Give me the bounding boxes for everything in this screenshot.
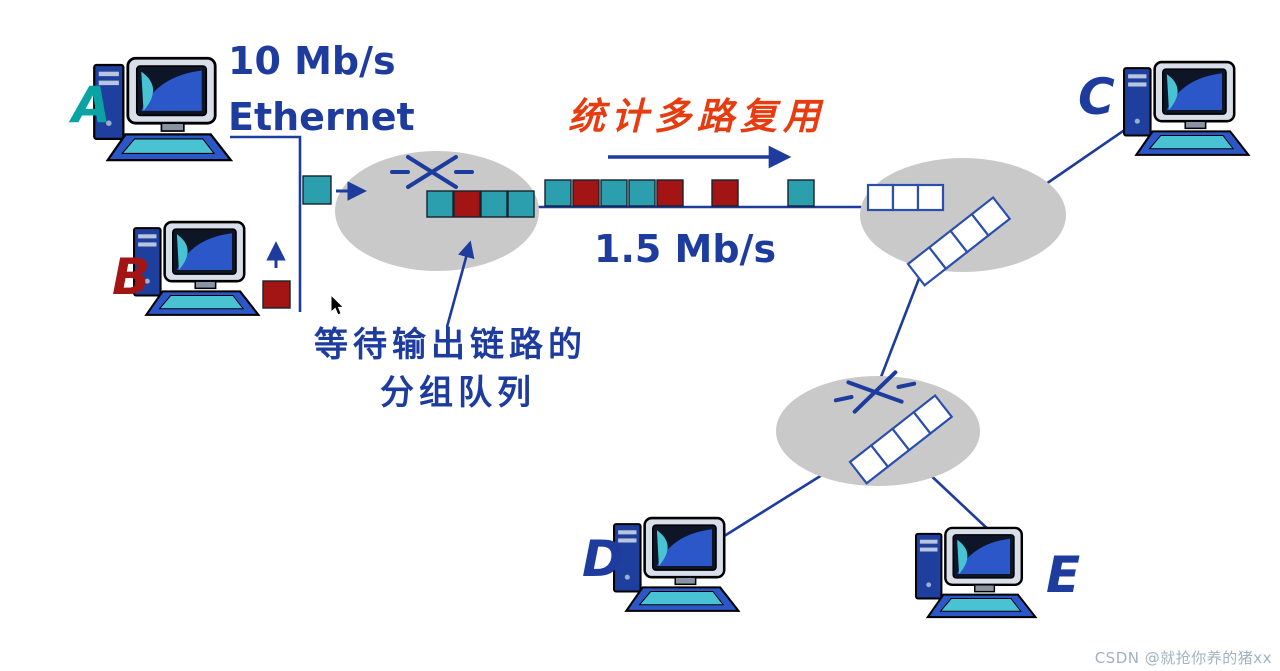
packet-on-link-single-2 — [787, 179, 815, 207]
packet-on-link-single-1 — [711, 179, 739, 207]
router2-queue-diagonal — [906, 195, 1012, 287]
packet — [507, 190, 535, 218]
host-b-computer-icon — [132, 220, 260, 317]
packet — [453, 190, 481, 218]
mouse-cursor-icon — [330, 293, 345, 316]
queue-caption-line1: 等待输出链路的 — [314, 325, 587, 365]
packet — [711, 179, 739, 207]
packet — [544, 179, 572, 207]
packet — [912, 393, 954, 435]
host-e-computer-icon — [914, 526, 1037, 619]
link-router3-to-host-d — [704, 468, 831, 550]
packet — [480, 190, 508, 218]
packet — [600, 179, 628, 207]
packets-on-link-burst — [544, 179, 684, 207]
packet — [628, 179, 656, 207]
packet-from-host-a — [302, 175, 332, 205]
packet — [787, 179, 815, 207]
packet — [262, 280, 291, 309]
router3-queue-diagonal — [848, 393, 954, 485]
packet — [916, 183, 945, 212]
packet — [426, 190, 454, 218]
host-a-label: A — [72, 76, 111, 134]
queue-caption-pointer-arrow — [445, 240, 475, 328]
link-hosts-ab-to-router1 — [230, 135, 302, 312]
packet — [891, 183, 920, 212]
packet — [656, 179, 684, 207]
link-rate-label: 1.5 Mb/s — [594, 227, 777, 271]
statistical-multiplexing-caption: 统计多路复用 — [568, 95, 826, 138]
ethernet-rate-label: 10 Mb/s — [228, 39, 396, 83]
host-a-computer-icon — [92, 56, 233, 162]
host-d-label: D — [582, 530, 624, 588]
host-e-label: E — [1046, 546, 1081, 604]
packet — [866, 183, 895, 212]
host-c-computer-icon — [1122, 60, 1250, 157]
packet — [302, 175, 332, 205]
host-c-label: C — [1078, 68, 1115, 126]
host-d-computer-icon — [612, 516, 740, 613]
router1-output-queue — [426, 190, 535, 218]
packet-from-host-b — [262, 280, 291, 309]
queue-caption-line2: 分组队列 — [380, 373, 536, 413]
packet — [970, 195, 1012, 237]
packet — [572, 179, 600, 207]
host-b-label: B — [112, 248, 151, 306]
ethernet-name-label: Ethernet — [228, 95, 415, 139]
router2-queue-horizontal — [866, 183, 945, 212]
csdn-watermark: CSDN @就抢你养的猪xx — [1094, 649, 1272, 667]
